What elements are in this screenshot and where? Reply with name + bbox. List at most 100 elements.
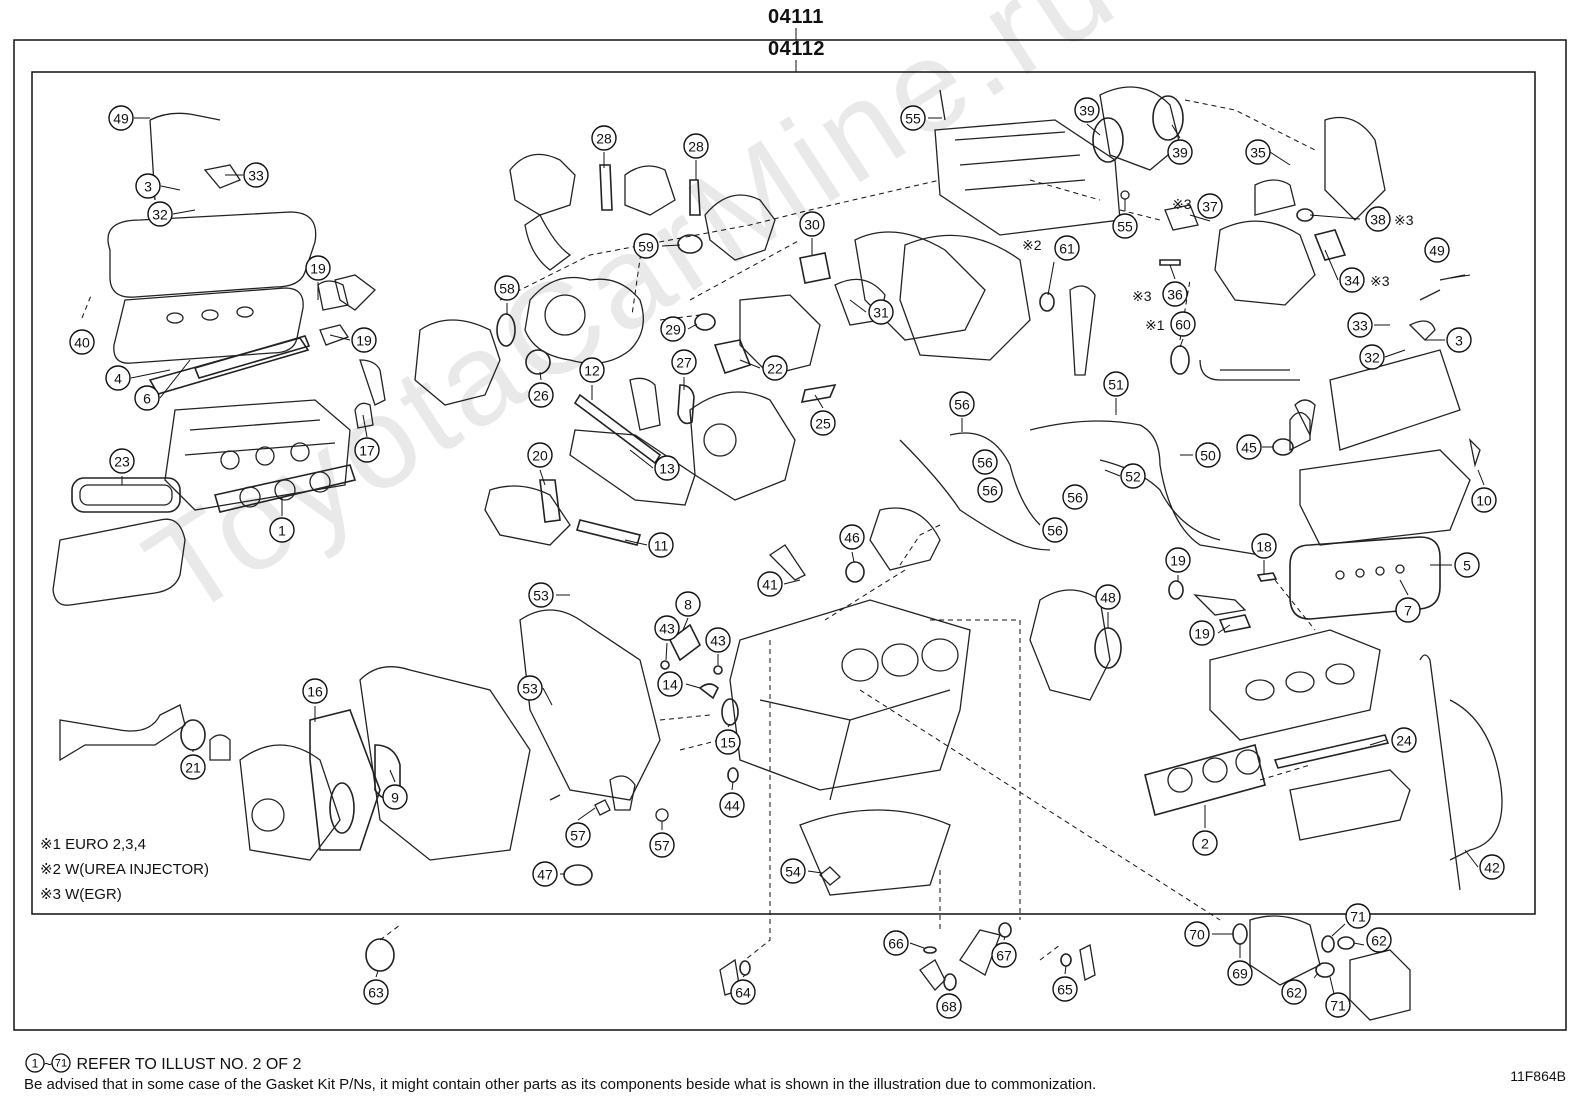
callout-number: 56 bbox=[1047, 523, 1063, 539]
part-callout: 16 bbox=[302, 678, 328, 704]
part-callout: 20 bbox=[527, 442, 553, 468]
part-callout: 18 bbox=[1251, 533, 1277, 559]
part-callout: 43 bbox=[705, 627, 731, 653]
callout-number: 49 bbox=[1429, 243, 1445, 259]
illustration-id: 11F864B bbox=[1510, 1068, 1566, 1084]
part-callout: 69 bbox=[1227, 960, 1253, 986]
callout-number: 14 bbox=[662, 677, 678, 693]
callout-number: 68 bbox=[941, 999, 957, 1015]
part-callout: 19 bbox=[351, 327, 377, 353]
part-callout: 29 bbox=[660, 316, 686, 342]
special-mark: ※3 bbox=[1394, 212, 1414, 228]
legend-notes: ※1 EURO 2,3,4 ※2 W(UREA INJECTOR) ※3 W(E… bbox=[40, 832, 209, 907]
part-callout: 55 bbox=[1112, 213, 1138, 239]
callout-number: 55 bbox=[905, 111, 921, 127]
part-callout: 55 bbox=[900, 105, 926, 131]
callout-number: 43 bbox=[659, 621, 675, 637]
callout-number: 45 bbox=[1241, 440, 1257, 456]
part-callout: 65 bbox=[1052, 976, 1078, 1002]
part-callout: 33 bbox=[1347, 312, 1373, 338]
leader-lines bbox=[121, 117, 1485, 995]
callout-number: 3 bbox=[1455, 333, 1463, 349]
part-callout: 45 bbox=[1236, 434, 1262, 460]
callout-number: 15 bbox=[720, 735, 736, 751]
part-callout: 28 bbox=[591, 125, 617, 151]
part-callout: 14 bbox=[657, 671, 683, 697]
callout-number: 50 bbox=[1200, 448, 1216, 464]
callout-number: 5 bbox=[1463, 558, 1471, 574]
callout-number: 3 bbox=[144, 179, 152, 195]
callout-number: 55 bbox=[1117, 219, 1133, 235]
callout-number: 17 bbox=[359, 443, 375, 459]
svg-text:~: ~ bbox=[44, 1056, 52, 1072]
part-callout: 62 bbox=[1281, 979, 1307, 1005]
part-callout: 71 bbox=[1345, 903, 1371, 929]
part-callout: 24 bbox=[1391, 727, 1417, 753]
part-callout: 37 bbox=[1197, 193, 1223, 219]
callout-number: 47 bbox=[537, 867, 553, 883]
part-callout: 1 bbox=[269, 517, 295, 543]
part-callout: 32 bbox=[147, 201, 173, 227]
callout-number: 42 bbox=[1484, 860, 1500, 876]
callout-number: 34 bbox=[1344, 273, 1360, 289]
callout-number: 2 bbox=[1201, 836, 1209, 852]
callout-number: 37 bbox=[1202, 199, 1218, 215]
part-callout: 3 bbox=[135, 173, 161, 199]
callout-number: 6 bbox=[143, 391, 151, 407]
callout-number: 28 bbox=[688, 139, 704, 155]
inner-kit-code: 04112 bbox=[768, 38, 826, 60]
callout-number: 56 bbox=[1067, 490, 1083, 506]
callout-number: 32 bbox=[152, 207, 168, 223]
bottom-extras bbox=[365, 915, 1411, 1021]
callout-number: 33 bbox=[248, 168, 264, 184]
callout-number: 61 bbox=[1059, 241, 1075, 257]
part-callout: 25 bbox=[810, 410, 836, 436]
part-callout: 4 bbox=[105, 365, 131, 391]
part-callout: 2 bbox=[1192, 830, 1218, 856]
part-callout: 35 bbox=[1245, 139, 1271, 165]
part-callout: 6 bbox=[134, 385, 160, 411]
callout-number: 18 bbox=[1256, 539, 1272, 555]
refer-text: REFER TO ILLUST NO. 2 OF 2 bbox=[76, 1056, 302, 1073]
callout-number: 31 bbox=[873, 305, 889, 321]
part-callout: 56 bbox=[972, 449, 998, 475]
part-callout: 46 bbox=[839, 524, 865, 550]
note-line: ※2 W(UREA INJECTOR) bbox=[40, 861, 209, 878]
callout-number: 9 bbox=[391, 790, 399, 806]
callout-number: 70 bbox=[1189, 927, 1205, 943]
callout-number: 71 bbox=[1330, 998, 1346, 1014]
part-callout: 11 bbox=[648, 532, 674, 558]
part-callout: 8 bbox=[675, 591, 701, 617]
callout-number: 65 bbox=[1057, 982, 1073, 998]
callout-number: 39 bbox=[1172, 145, 1188, 161]
callout-number: 19 bbox=[1170, 553, 1186, 569]
callout-number: 35 bbox=[1250, 145, 1266, 161]
callout-number: 33 bbox=[1352, 318, 1368, 334]
callout-number: 13 bbox=[659, 461, 675, 477]
part-callout: 49 bbox=[108, 105, 134, 131]
part-callout: 41 bbox=[757, 571, 783, 597]
part-callout: 56 bbox=[1062, 484, 1088, 510]
callout-number: 24 bbox=[1396, 733, 1412, 749]
callout-number: 49 bbox=[113, 111, 129, 127]
callout-number: 7 bbox=[1404, 603, 1412, 619]
part-callout: 64 bbox=[730, 979, 756, 1005]
callout-number: 57 bbox=[654, 838, 670, 854]
callout-number: 56 bbox=[982, 483, 998, 499]
outer-kit-code: 04111 bbox=[768, 6, 824, 28]
part-callout: 53 bbox=[528, 582, 554, 608]
callout-number: 57 bbox=[570, 828, 586, 844]
left-head-assembly bbox=[52, 112, 386, 606]
part-callout: 17 bbox=[354, 437, 380, 463]
callout-number: 12 bbox=[584, 363, 600, 379]
part-callout: 63 bbox=[363, 979, 389, 1005]
callout-number: 41 bbox=[762, 577, 778, 593]
part-callout: 44 bbox=[719, 792, 745, 818]
part-callout: 21 bbox=[180, 754, 206, 780]
callout-number: 25 bbox=[815, 416, 831, 432]
callout-number: 10 bbox=[1476, 493, 1492, 509]
part-callout: 5 bbox=[1454, 552, 1480, 578]
callout-number: 43 bbox=[710, 633, 726, 649]
callout-number: 53 bbox=[522, 681, 538, 697]
